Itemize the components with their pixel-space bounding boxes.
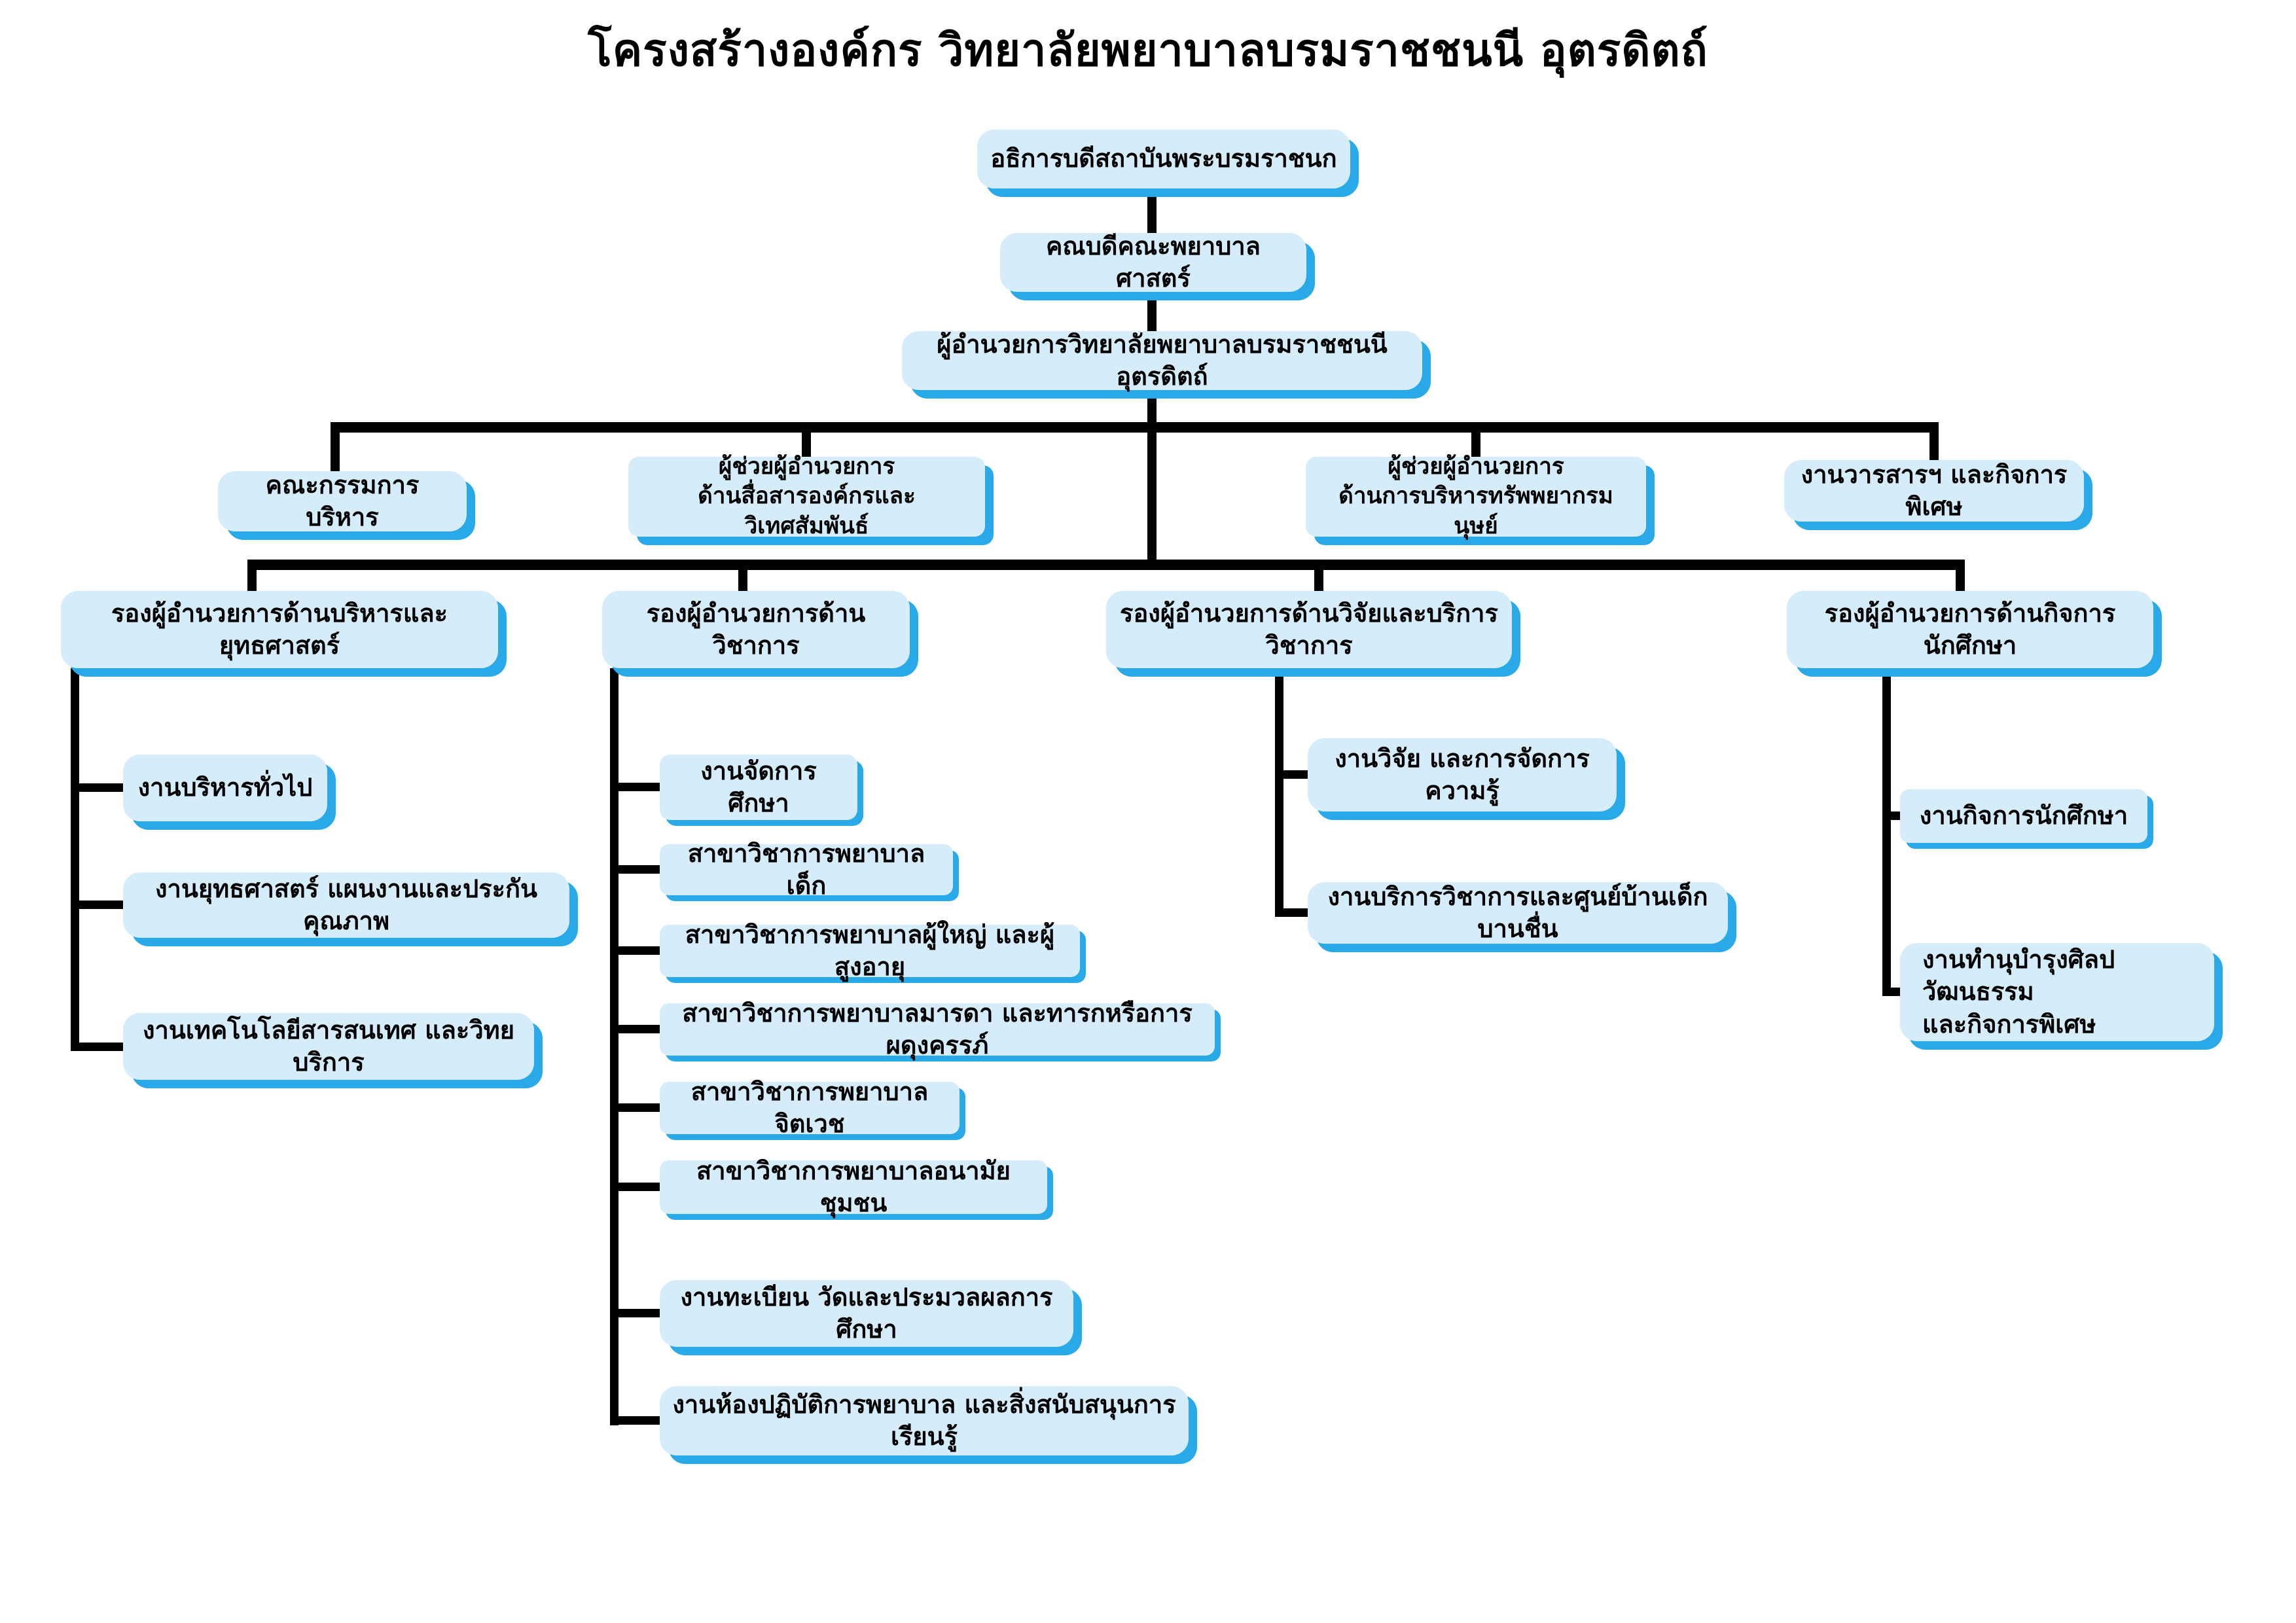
connector-col1-trunk [71,668,79,1051]
node-board: คณะกรรมการบริหาร [218,471,467,531]
page-title: โครงสร้างองค์กร วิทยาลัยพยาบาลบรมราชชนนี… [588,25,1708,77]
connector-col4-stub1 [1882,812,1904,820]
connector-col2-stub1 [610,783,662,791]
node-research-km-label: งานวิจัย และการจัดการความรู้ [1335,743,1590,805]
connector-col2-stub7 [610,1309,662,1317]
connector-col2-stub6 [610,1183,662,1191]
connector-drop-vice-student [1956,570,1965,591]
node-vice-research-label: รองผู้อำนวยการด้านวิจัยและบริการวิชาการ [1120,598,1498,660]
connector-col3-stub1 [1275,770,1311,779]
node-maternal-newborn-midwifery: สาขาวิชาการพยาบาลมารดา และทารกหรือการผดุ… [660,999,1215,1060]
connector-col2-stub8 [610,1416,662,1425]
connector-director-bus1 [1147,390,1157,422]
node-academic-service-daycare: งานบริการวิชาการและศูนย์บ้านเด็กบานชื่น [1308,882,1728,944]
node-pediatric-nursing-label: สาขาวิชาการพยาบาลเด็ก [687,838,925,900]
connector-bus2 [247,560,1965,570]
node-strategy-planning-qa-label: งานยุทธศาสตร์ แผนงานและประกันคุณภาพ [154,874,538,935]
connector-drop-asst-hr [1471,433,1480,457]
node-general-admin-label: งานบริหารทั่วไป [137,773,313,802]
node-asst-hr-label: ผู้ช่วยผู้อำนวยการ ด้านการบริหารทรัพพยาก… [1338,453,1613,539]
node-culture-special-affairs: งานทำนุบำรุงศิลปวัฒนธรรม และกิจการพิเศษ [1900,943,2214,1041]
connector-col2-stub5 [610,1103,662,1112]
connector-col2-stub3 [610,946,662,955]
node-vice-academic-label: รองผู้อำนวยการด้านวิชาการ [646,598,866,660]
connector-drop-board [331,433,340,471]
connector-col1-stub2 [71,901,123,909]
node-vice-academic: รองผู้อำนวยการด้านวิชาการ [602,591,910,668]
node-research-km: งานวิจัย และการจัดการความรู้ [1308,738,1617,812]
node-nursing-lab-learning-support: งานห้องปฏิบัติการพยาบาล และสิ่งสนับสนุนก… [660,1386,1189,1455]
node-president-label: อธิการบดีสถาบันพระบรมราชนก [990,144,1337,173]
node-adult-elderly-nursing-label: สาขาวิชาการพยาบาลผู้ใหญ่ และผู้สูงอายุ [685,919,1055,981]
node-education-management-label: งานจัดการศึกษา [700,756,817,817]
node-journal: งานวารสารฯ และกิจการพิเศษ [1784,460,2084,522]
node-culture-special-affairs-label: งานทำนุบำรุงศิลปวัฒนธรรม และกิจการพิเศษ [1922,944,2115,1039]
node-asst-communication-label: ผู้ช่วยผู้อำนวยการ ด้านสื่อสารองค์กรและว… [698,453,916,539]
node-general-admin: งานบริหารทั่วไป [123,755,327,821]
connector-col2-trunk [610,668,619,1425]
node-it-services: งานเทคโนโลยีสารสนเทศ และวิทยบริการ [123,1013,534,1080]
node-psychiatric-nursing: สาขาวิชาการพยาบาลจิตเวช [660,1077,960,1138]
node-registrar-evaluation: งานทะเบียน วัดและประมวลผลการศึกษา [660,1280,1073,1347]
node-registrar-evaluation-label: งานทะเบียน วัดและประมวลผลการศึกษา [680,1282,1053,1344]
connector-drop-vice-acad [738,570,747,591]
node-board-label: คณะกรรมการบริหาร [265,470,420,531]
connector-bus1-bus2 [1147,433,1157,560]
node-education-management: งานจัดการศึกษา [660,755,857,820]
node-asst-hr: ผู้ช่วยผู้อำนวยการ ด้านการบริหารทรัพพยาก… [1306,454,1646,539]
node-vice-student-affairs-label: รองผู้อำนวยการด้านกิจการนักศึกษา [1824,598,2116,660]
node-asst-communication: ผู้ช่วยผู้อำนวยการ ด้านสื่อสารองค์กรและว… [628,454,985,539]
connector-col1-stub1 [71,783,123,792]
node-psychiatric-nursing-label: สาขาวิชาการพยาบาลจิตเวช [691,1077,929,1138]
connector-col4-trunk [1882,668,1891,996]
connector-col3-trunk [1275,668,1283,917]
node-student-affairs: งานกิจการนักศึกษา [1900,789,2147,843]
node-journal-label: งานวารสารฯ และกิจการพิเศษ [1801,459,2068,521]
connector-col4-stub2 [1882,988,1904,996]
node-community-health-nursing-label: สาขาวิชาการพยาบาลอนามัยชุมชน [696,1156,1011,1217]
connector-bus1 [331,422,1939,433]
connector-drop-vice-admin [247,570,257,591]
connector-president-dean [1147,188,1157,233]
node-dean-label: คณบดีคณะพยาบาลศาสตร์ [1046,231,1261,293]
connector-col3-stub2 [1275,908,1311,917]
node-adult-elderly-nursing: สาขาวิชาการพยาบาลผู้ใหญ่ และผู้สูงอายุ [660,920,1080,981]
node-student-affairs-label: งานกิจการนักศึกษา [1919,801,2128,830]
connector-col2-stub4 [610,1025,662,1033]
connector-drop-asst-comm [802,433,811,457]
node-president: อธิการบดีสถาบันพระบรมราชนก [977,130,1350,188]
connector-drop-journal [1929,433,1939,460]
node-vice-admin-strategy: รองผู้อำนวยการด้านบริหารและยุทธศาสตร์ [61,591,498,668]
node-community-health-nursing: สาขาวิชาการพยาบาลอนามัยชุมชน [660,1156,1047,1217]
node-strategy-planning-qa: งานยุทธศาสตร์ แผนงานและประกันคุณภาพ [123,872,569,938]
connector-drop-vice-research [1314,570,1323,591]
node-vice-admin-strategy-label: รองผู้อำนวยการด้านบริหารและยุทธศาสตร์ [111,598,448,660]
node-dean: คณบดีคณะพยาบาลศาสตร์ [1000,231,1306,293]
node-pediatric-nursing: สาขาวิชาการพยาบาลเด็ก [660,839,953,900]
connector-col2-stub2 [610,865,662,874]
node-nursing-lab-learning-support-label: งานห้องปฏิบัติการพยาบาล และสิ่งสนับสนุนก… [672,1389,1176,1451]
node-director: ผู้อำนวยการวิทยาลัยพยาบาลบรมราชชนนี อุตร… [902,329,1422,391]
connector-dean-director [1147,292,1157,331]
connector-col1-stub3 [71,1043,123,1051]
node-maternal-newborn-midwifery-label: สาขาวิชาการพยาบาลมารดา และทารกหรือการผดุ… [682,998,1193,1060]
node-director-label: ผู้อำนวยการวิทยาลัยพยาบาลบรมราชชนนี อุตร… [937,329,1388,391]
node-academic-service-daycare-label: งานบริการวิชาการและศูนย์บ้านเด็กบานชื่น [1327,882,1708,943]
node-vice-research: รองผู้อำนวยการด้านวิจัยและบริการวิชาการ [1106,591,1512,668]
node-it-services-label: งานเทคโนโลยีสารสนเทศ และวิทยบริการ [142,1015,514,1077]
node-vice-student-affairs: รองผู้อำนวยการด้านกิจการนักศึกษา [1787,591,2153,668]
